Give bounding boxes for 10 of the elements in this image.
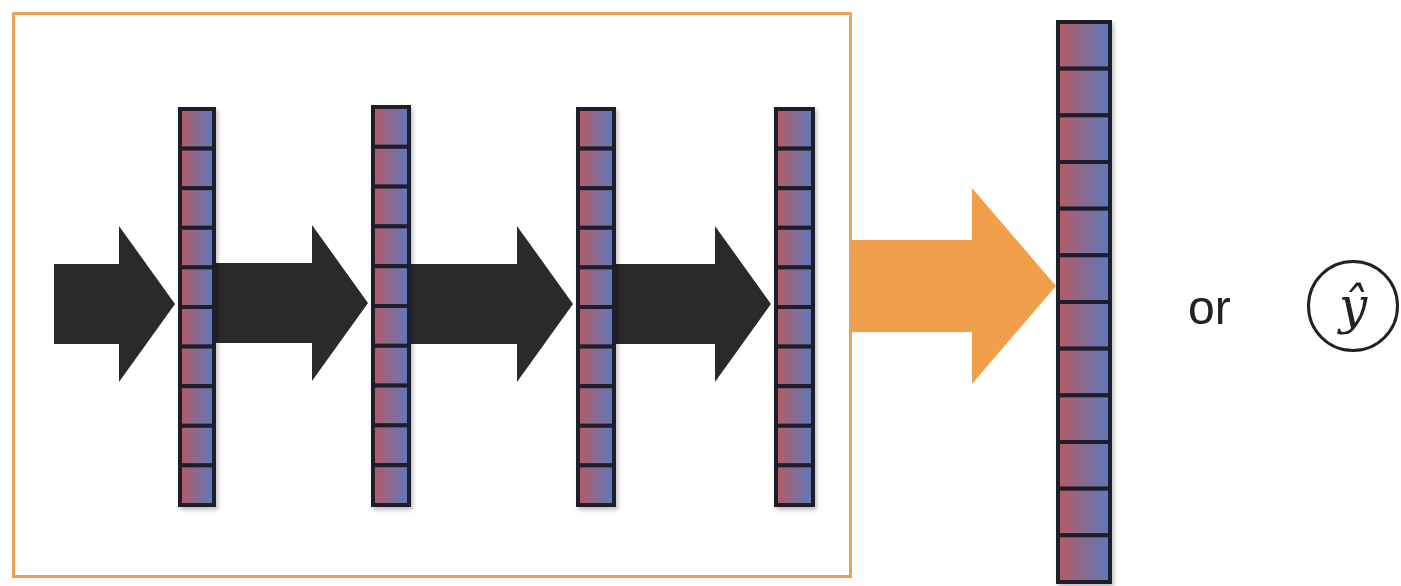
vector-bar: [178, 107, 216, 507]
vector-bar: [774, 107, 815, 507]
vector-bar: [1056, 20, 1112, 584]
output-circle: [1307, 260, 1399, 352]
block-arrow: [54, 226, 175, 382]
group-frame: [12, 12, 852, 578]
vector-bar: [576, 107, 616, 507]
vector-bar: [371, 105, 411, 507]
label-text: or: [1188, 280, 1231, 335]
block-arrow: [852, 188, 1056, 384]
